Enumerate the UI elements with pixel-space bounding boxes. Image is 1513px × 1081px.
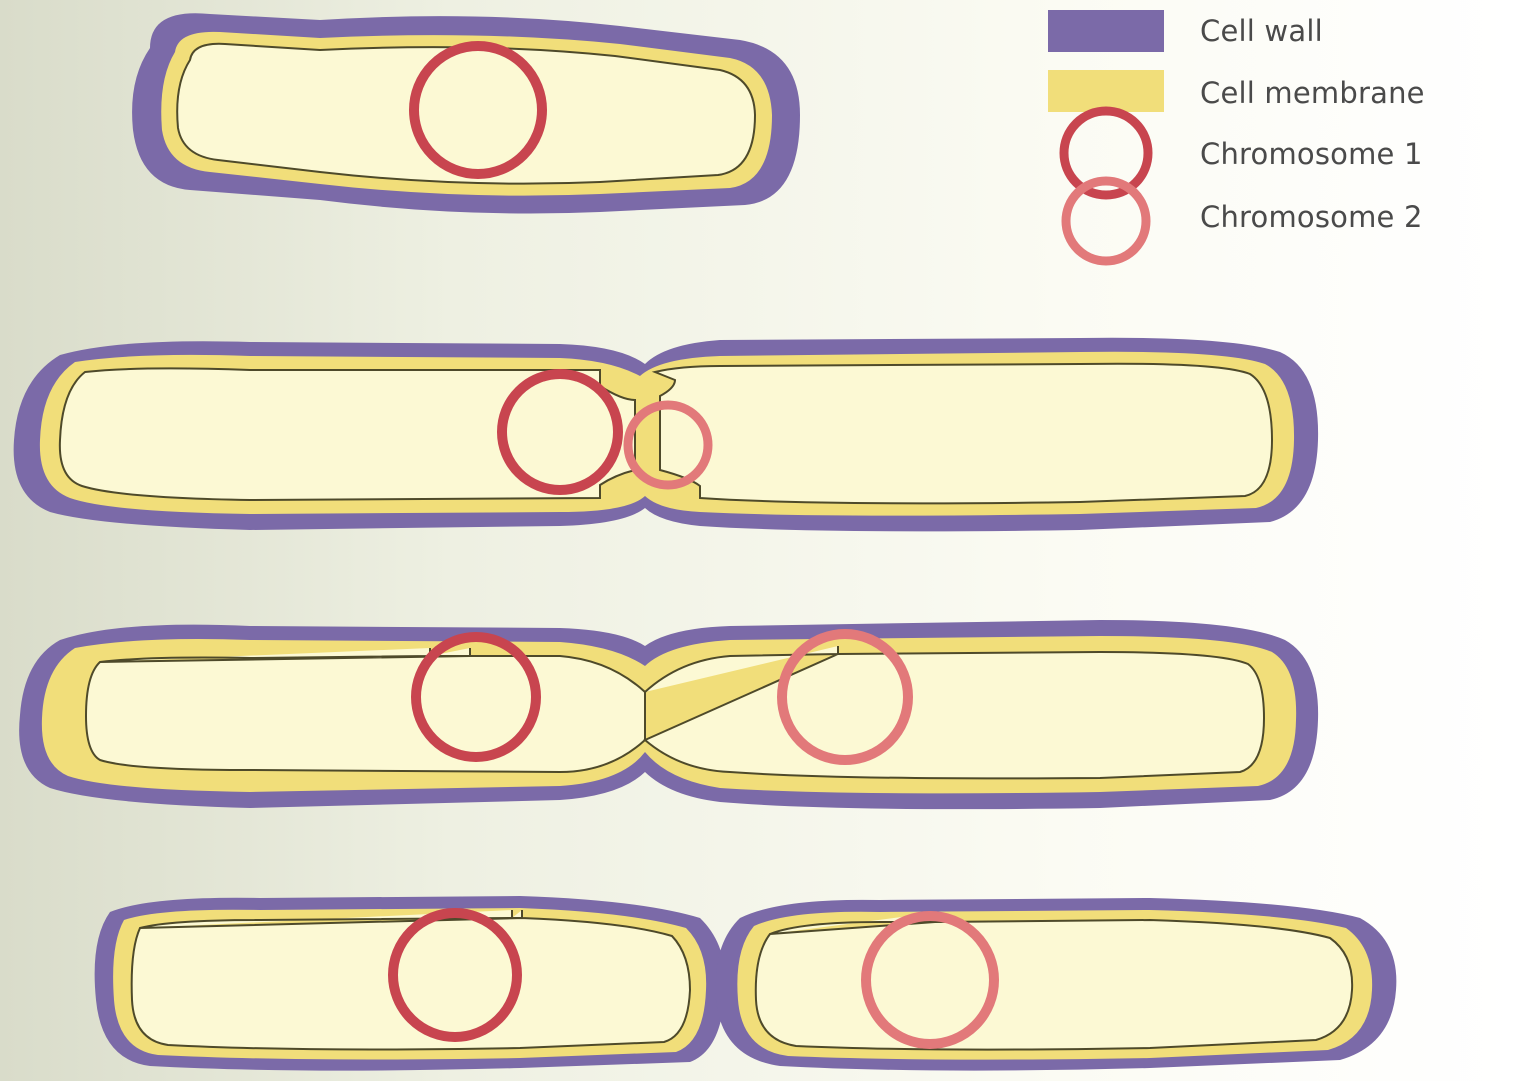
stage-4-daughter-cell-left xyxy=(95,896,726,1071)
stage-1-single-cell xyxy=(132,13,800,213)
legend-label-cell-membrane: Cell membrane xyxy=(1200,76,1425,110)
stage-2-replication xyxy=(14,338,1318,532)
cytoplasm-right xyxy=(655,364,1272,504)
legend-swatch-cell-membrane xyxy=(1048,70,1164,112)
legend-swatch-cell-wall xyxy=(1048,10,1164,52)
cytoplasm-left xyxy=(86,648,645,772)
legend-label-chromosome-2: Chromosome 2 xyxy=(1200,200,1423,234)
cytoplasm-left xyxy=(60,368,635,500)
cytoplasm xyxy=(177,44,755,184)
cytoplasm xyxy=(756,914,1352,1050)
legend-label-chromosome-1: Chromosome 1 xyxy=(1200,137,1423,171)
cytoplasm-right xyxy=(645,646,1264,778)
legend-label-cell-wall: Cell wall xyxy=(1200,14,1323,48)
stage-3-septum-formation xyxy=(19,620,1318,809)
legend xyxy=(1048,10,1164,261)
stage-4-daughter-cell-right xyxy=(716,898,1397,1071)
